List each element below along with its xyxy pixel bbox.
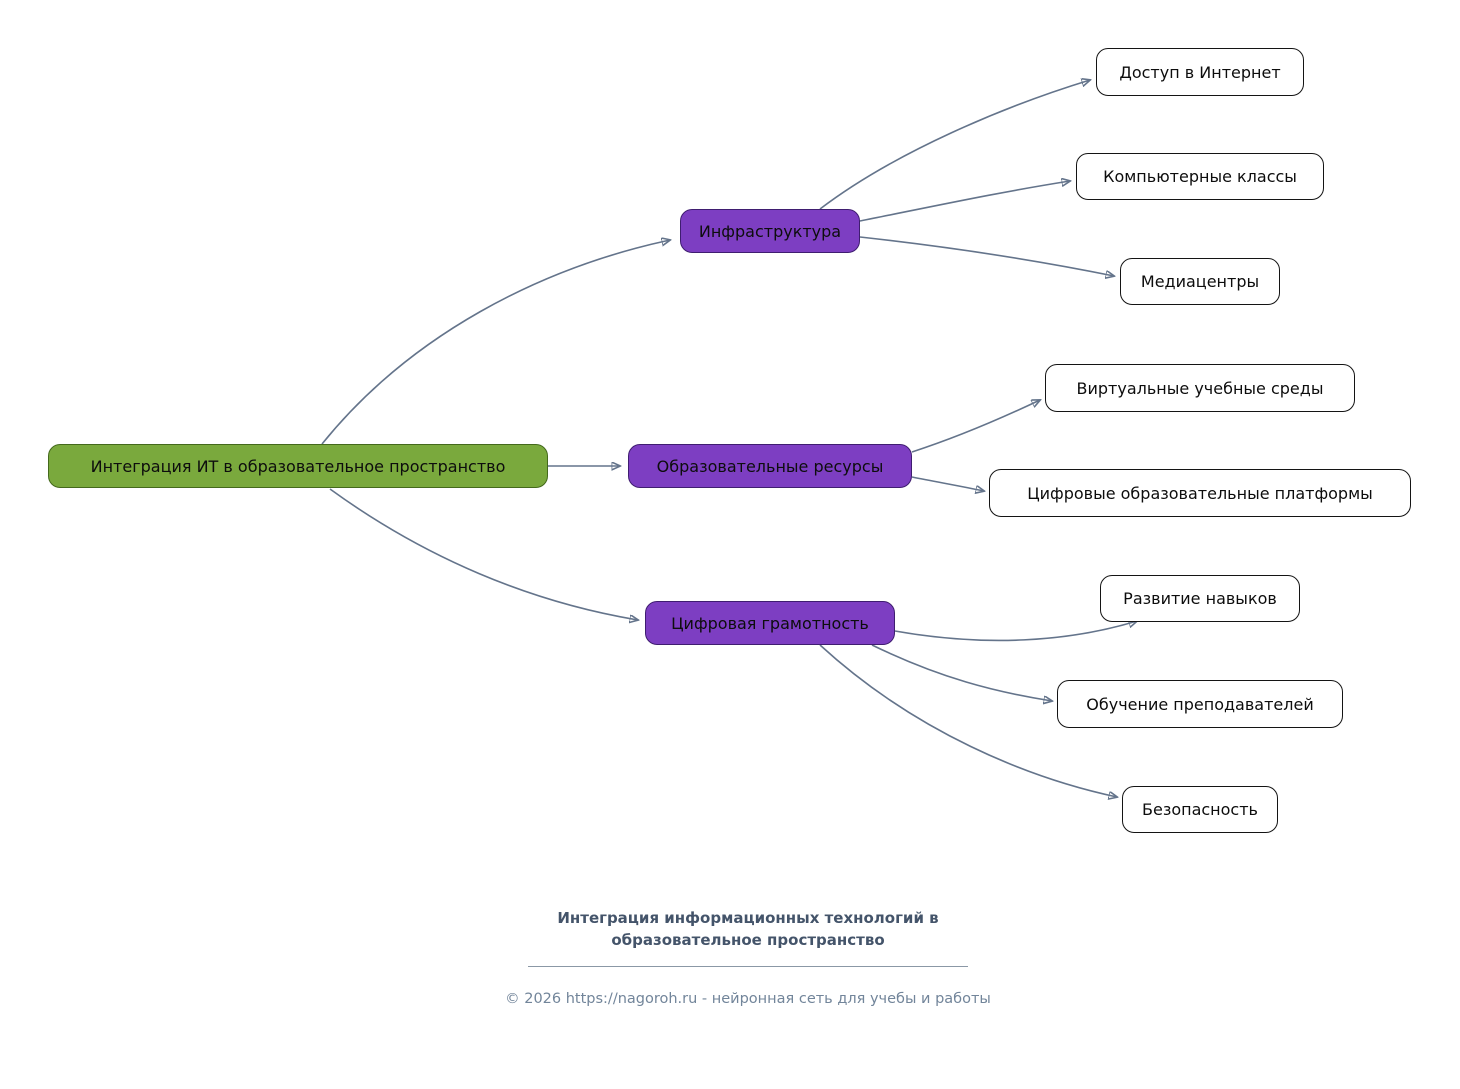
leaf-digital-educational-platforms: Цифровые образовательные платформы (989, 469, 1411, 517)
node-root-label: Интеграция ИТ в образовательное простран… (90, 456, 506, 476)
branch-infrastructure-label: Инфраструктура (698, 221, 842, 241)
footer-title: Интеграция информационных технологий в о… (557, 909, 939, 949)
footer-divider (528, 965, 968, 967)
leaf-virtual-learning-environments: Виртуальные учебные среды (1045, 364, 1355, 412)
leaf-virtual-learning-environments-label: Виртуальные учебные среды (1076, 378, 1324, 398)
edge-root-to-digital-literacy (329, 488, 638, 620)
branch-educational-resources-label: Образовательные ресурсы (656, 456, 884, 476)
edge-infrastructure-to-internet-access (819, 80, 1090, 210)
leaf-security-label: Безопасность (1142, 800, 1258, 819)
edge-literacy-to-security (819, 644, 1117, 797)
branch-infrastructure: Инфраструктура (680, 209, 860, 253)
edge-resources-to-digital-platforms (911, 476, 984, 491)
leaf-internet-access-label: Доступ в Интернет (1119, 62, 1281, 82)
leaf-teacher-training: Обучение преподавателей (1057, 680, 1343, 728)
branch-educational-resources: Образовательные ресурсы (628, 444, 912, 488)
edge-literacy-to-skills-development (894, 621, 1137, 642)
branch-digital-literacy: Цифровая грамотность (645, 601, 895, 645)
leaf-skills-development-label: Развитие навыков (1123, 589, 1277, 608)
leaf-digital-educational-platforms-label: Цифровые образовательные платформы (1027, 483, 1373, 503)
node-root: Интеграция ИТ в образовательное простран… (48, 444, 548, 488)
edge-literacy-to-teacher-training (871, 644, 1052, 701)
leaf-teacher-training-label: Обучение преподавателей (1086, 694, 1314, 714)
leaf-security: Безопасность (1122, 786, 1278, 833)
branch-digital-literacy-label: Цифровая грамотность (671, 613, 869, 633)
leaf-media-centers: Медиацентры (1120, 258, 1280, 305)
leaf-skills-development: Развитие навыков (1100, 575, 1300, 622)
footer-copyright: © 2026 https://nagoroh.ru - нейронная се… (505, 990, 991, 1007)
leaf-computer-classes: Компьютерные классы (1076, 153, 1324, 200)
footer: Интеграция информационных технологий в о… (0, 908, 1460, 1007)
edge-resources-to-virtual-learning-environments (911, 400, 1040, 453)
leaf-computer-classes-label: Компьютерные классы (1103, 167, 1297, 186)
leaf-media-centers-label: Медиацентры (1140, 272, 1260, 291)
leaf-internet-access: Доступ в Интернет (1096, 48, 1304, 96)
edge-root-to-infrastructure (321, 240, 670, 445)
edge-infrastructure-to-computer-classes (859, 181, 1070, 222)
edge-infrastructure-to-media-centers (859, 236, 1114, 276)
